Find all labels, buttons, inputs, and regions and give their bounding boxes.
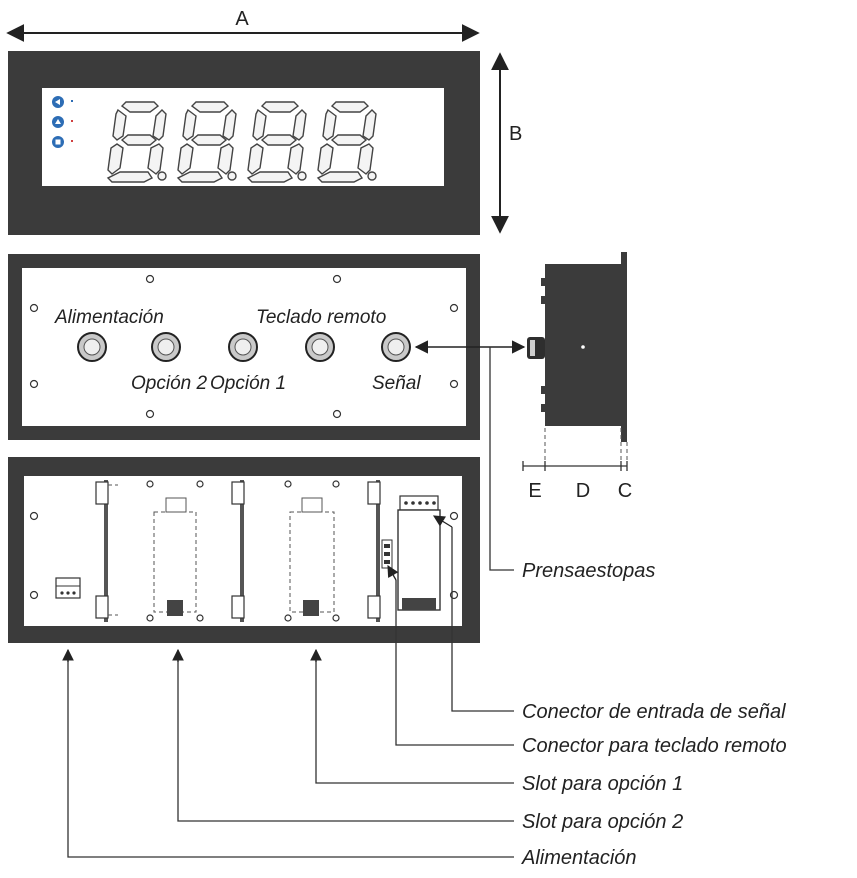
callout-slot-opcion1: Slot para opción 1 [522, 773, 683, 795]
callout-conector-teclado: Conector para teclado remoto [522, 735, 787, 757]
rear-label-alimentacion: Alimentación [54, 307, 164, 328]
side-body [545, 264, 621, 426]
power-terminal-block [55, 577, 81, 599]
cable-gland-opcion2 [151, 332, 181, 362]
callout-alimentacion: Alimentación [521, 847, 637, 869]
option-slot-2 [95, 480, 204, 622]
rear-label-teclado-remoto: Teclado remoto [256, 307, 386, 328]
front-view [8, 51, 480, 235]
dimension-e-label: E [528, 480, 541, 502]
seven-segment-digit-2 [176, 101, 237, 183]
rear-label-opcion2: Opción 2 [131, 373, 207, 394]
side-cable-gland [527, 337, 545, 359]
cable-gland-opcion1 [228, 332, 258, 362]
cable-gland-senal [381, 332, 411, 362]
seven-segment-digit-3 [246, 101, 307, 183]
cable-gland-alimentacion [77, 332, 107, 362]
seven-segment-digit-4 [316, 101, 377, 183]
signal-connector-area [367, 480, 441, 622]
seven-segment-digit-1 [106, 101, 167, 183]
callout-prensaestopas: Prensaestopas [522, 560, 655, 582]
dimension-c-label: C [618, 480, 632, 502]
front-key-buttons [52, 96, 73, 148]
rear-label-senal: Señal [372, 373, 421, 394]
option-slot-1 [231, 480, 340, 622]
side-front-bezel [621, 252, 627, 442]
side-view: E D C [522, 252, 632, 502]
rear-label-opcion1: Opción 1 [210, 373, 286, 394]
dimension-b-label: B [509, 123, 522, 145]
dimension-d-label: D [576, 480, 590, 502]
cable-gland-teclado-remoto [305, 332, 335, 362]
front-display-window [42, 88, 444, 186]
callout-slot-opcion2: Slot para opción 2 [522, 811, 683, 833]
callout-conector-senal: Conector de entrada de señal [522, 701, 786, 723]
dimension-a-label: A [235, 8, 249, 30]
internal-view [8, 457, 480, 643]
rear-view: Alimentación Teclado remoto Opción 2 Opc… [8, 254, 480, 440]
